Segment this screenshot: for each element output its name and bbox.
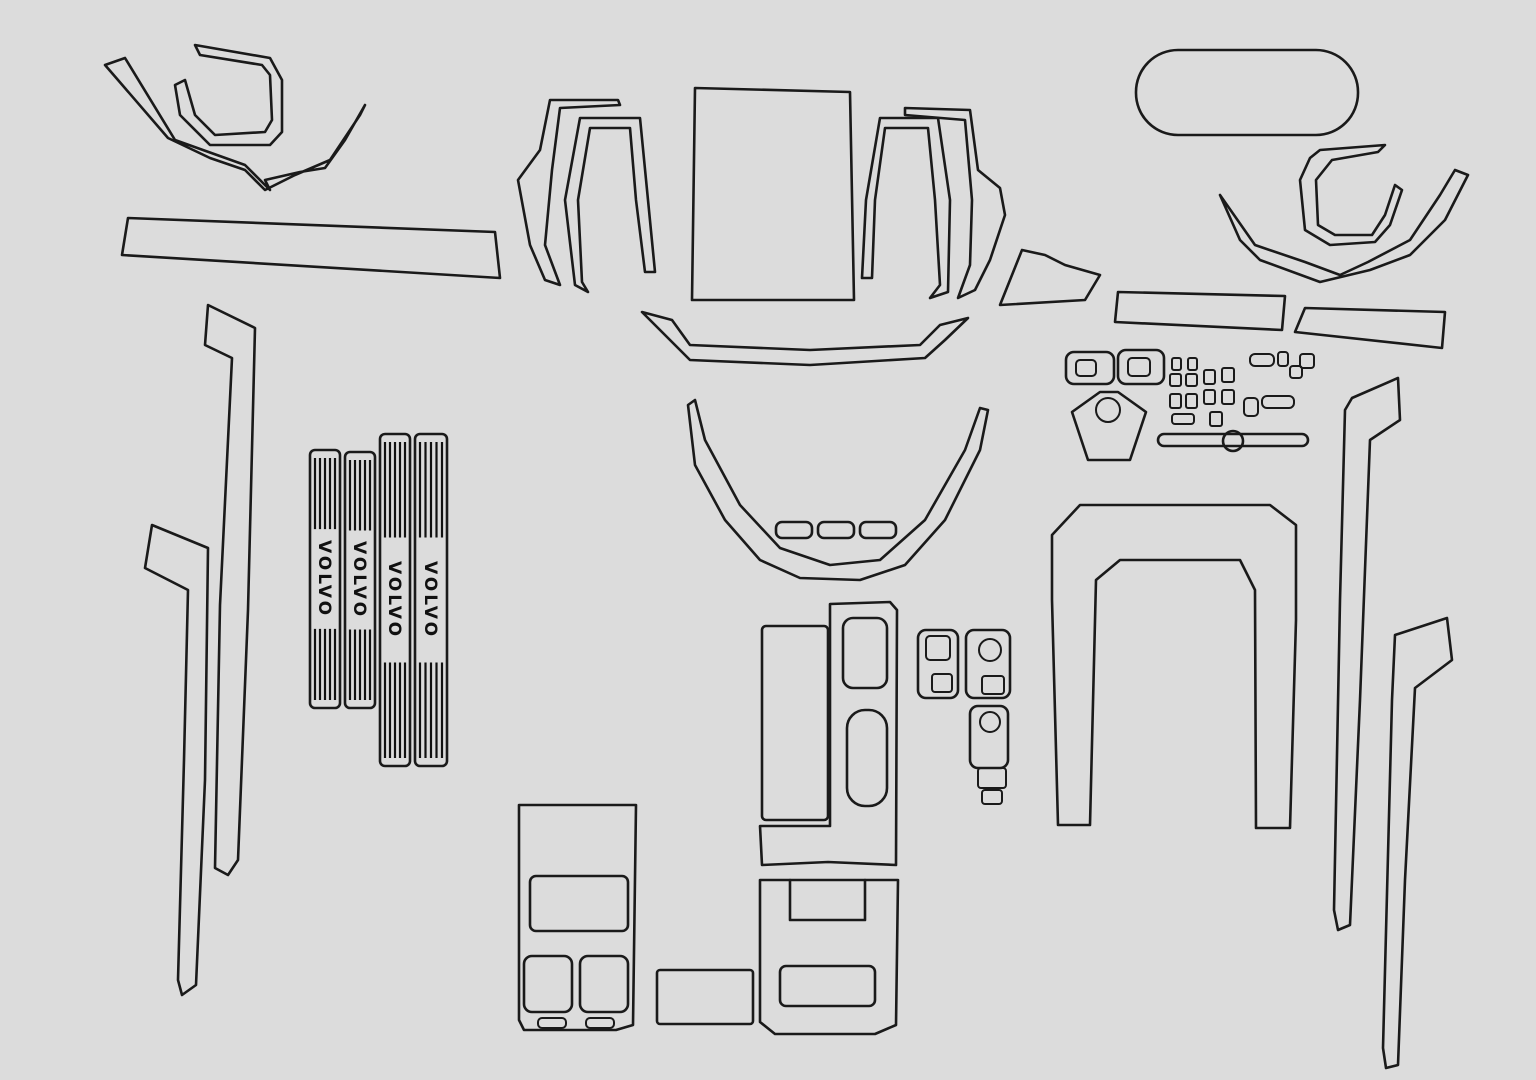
left-cluster-bezel-group: [103, 43, 502, 280]
steering-button-center: [816, 520, 856, 540]
sill-plate-outline: [308, 448, 342, 710]
button-cell: [1289, 365, 1303, 379]
button-cell: [1203, 369, 1216, 385]
button-cell: [1299, 353, 1315, 369]
button-cell: [1187, 357, 1198, 371]
right-door-strip-short: [1381, 616, 1454, 1070]
switch-bezel-b-lower: [981, 675, 1005, 695]
console-rear-cell-right: [578, 954, 630, 1014]
start-button-bezel: [1070, 390, 1148, 462]
button-strip-knob: [1221, 429, 1245, 453]
console-side-panel: [760, 624, 830, 822]
sill-plate-outline: [378, 432, 412, 768]
knob-bezel-left: [1064, 350, 1116, 386]
console-rear-slot-right: [585, 1017, 615, 1029]
start-button-ring: [1095, 397, 1121, 423]
console-shifter-panel: [758, 600, 899, 867]
left-cluster-outer-trim: [103, 56, 367, 192]
switch-bezel-b-knob: [978, 638, 1002, 662]
sill-plate-brand-text: VOLVO: [314, 540, 334, 618]
center-screen-panel: [690, 86, 856, 302]
right-top-group: [1113, 48, 1470, 350]
console-shifter-window-lower: [845, 708, 889, 808]
console-rear-slot-left: [537, 1017, 567, 1029]
button-cell: [1185, 373, 1198, 387]
sill-plate-outline: [343, 450, 377, 710]
switch-bezel-a: [916, 628, 960, 700]
button-cell: [1171, 413, 1195, 425]
sill-plate-outline: [413, 432, 449, 768]
console-shifter-window-upper: [841, 616, 889, 690]
button-cell: [1203, 389, 1216, 405]
button-cell: [1209, 411, 1223, 427]
button-cell: [1185, 393, 1198, 409]
button-bezels-cluster: [1064, 348, 1315, 462]
right-cluster-inner-hood: [1298, 143, 1404, 247]
sill-plates-group: VOLVO VOLVO VOLVO VOLVO: [308, 432, 449, 768]
knob-bezel-right-inner: [1127, 357, 1151, 377]
button-cell: [1249, 353, 1275, 367]
switch-bezel-b: [964, 628, 1012, 700]
left-door-strips: [143, 303, 257, 997]
button-cell: [1221, 389, 1235, 405]
button-cell: [1169, 373, 1182, 387]
button-cell: [1243, 397, 1259, 417]
small-dash-piece: [998, 248, 1102, 307]
switch-bezel-c-tab: [977, 767, 1007, 789]
right-door-strip-long: [1332, 376, 1402, 932]
switch-bezel-a-upper: [925, 635, 951, 661]
switch-bezel-c-end: [981, 789, 1003, 805]
left-door-strip-short: [143, 523, 210, 997]
console-group: [517, 600, 1012, 1036]
console-rear-panel: [517, 803, 638, 1032]
console-rear-window: [528, 874, 630, 933]
left-dash-strip: [120, 216, 502, 280]
console-front-panel: [758, 878, 900, 1036]
switch-bezel-c-knob: [979, 711, 1001, 733]
dash-lower-trim: [640, 310, 970, 367]
sill-plate: VOLVO: [378, 432, 412, 768]
right-dash-strip-a: [1113, 290, 1287, 332]
left-vent-frame: [563, 116, 657, 294]
console-small-panel: [655, 968, 755, 1026]
center-top-group: [516, 86, 1102, 367]
button-cell: [1171, 357, 1182, 371]
steering-button-left: [774, 520, 814, 540]
button-cell: [1277, 351, 1289, 367]
button-cell: [1169, 393, 1182, 409]
rear-mirror-outline: [1134, 48, 1360, 137]
button-strip: [1156, 432, 1310, 448]
button-cell: [1221, 367, 1235, 383]
right-cluster-outer-trim: [1218, 168, 1470, 284]
console-front-notch: [788, 878, 867, 922]
steering-button-right: [858, 520, 898, 540]
sill-plate-brand-text: VOLVO: [349, 541, 369, 619]
left-door-strip-long: [203, 303, 257, 877]
right-vent-frame: [860, 116, 952, 300]
sill-plate-brand-text: VOLVO: [420, 561, 440, 639]
sill-plate: VOLVO: [343, 450, 377, 710]
knob-bezel-right: [1116, 348, 1166, 386]
left-vent-surround: [516, 98, 622, 287]
button-cell: [1261, 395, 1295, 409]
sill-plate: VOLVO: [308, 448, 342, 710]
sill-plate-brand-text: VOLVO: [384, 561, 404, 639]
console-front-window: [778, 964, 877, 1008]
right-vent-surround: [903, 106, 1007, 300]
large-u-console-trim: [1050, 503, 1298, 830]
console-rear-cell-left: [522, 954, 574, 1014]
steering-trim-group: [686, 398, 990, 582]
right-lower-group: [1050, 376, 1454, 1070]
switch-bezel-a-lower: [931, 673, 953, 693]
sill-plate: VOLVO: [413, 432, 449, 768]
left-cluster-inner-hood: [173, 43, 284, 147]
steering-lower-trim: [686, 398, 990, 582]
right-dash-strip-b: [1293, 306, 1447, 350]
knob-bezel-left-inner: [1075, 359, 1097, 377]
